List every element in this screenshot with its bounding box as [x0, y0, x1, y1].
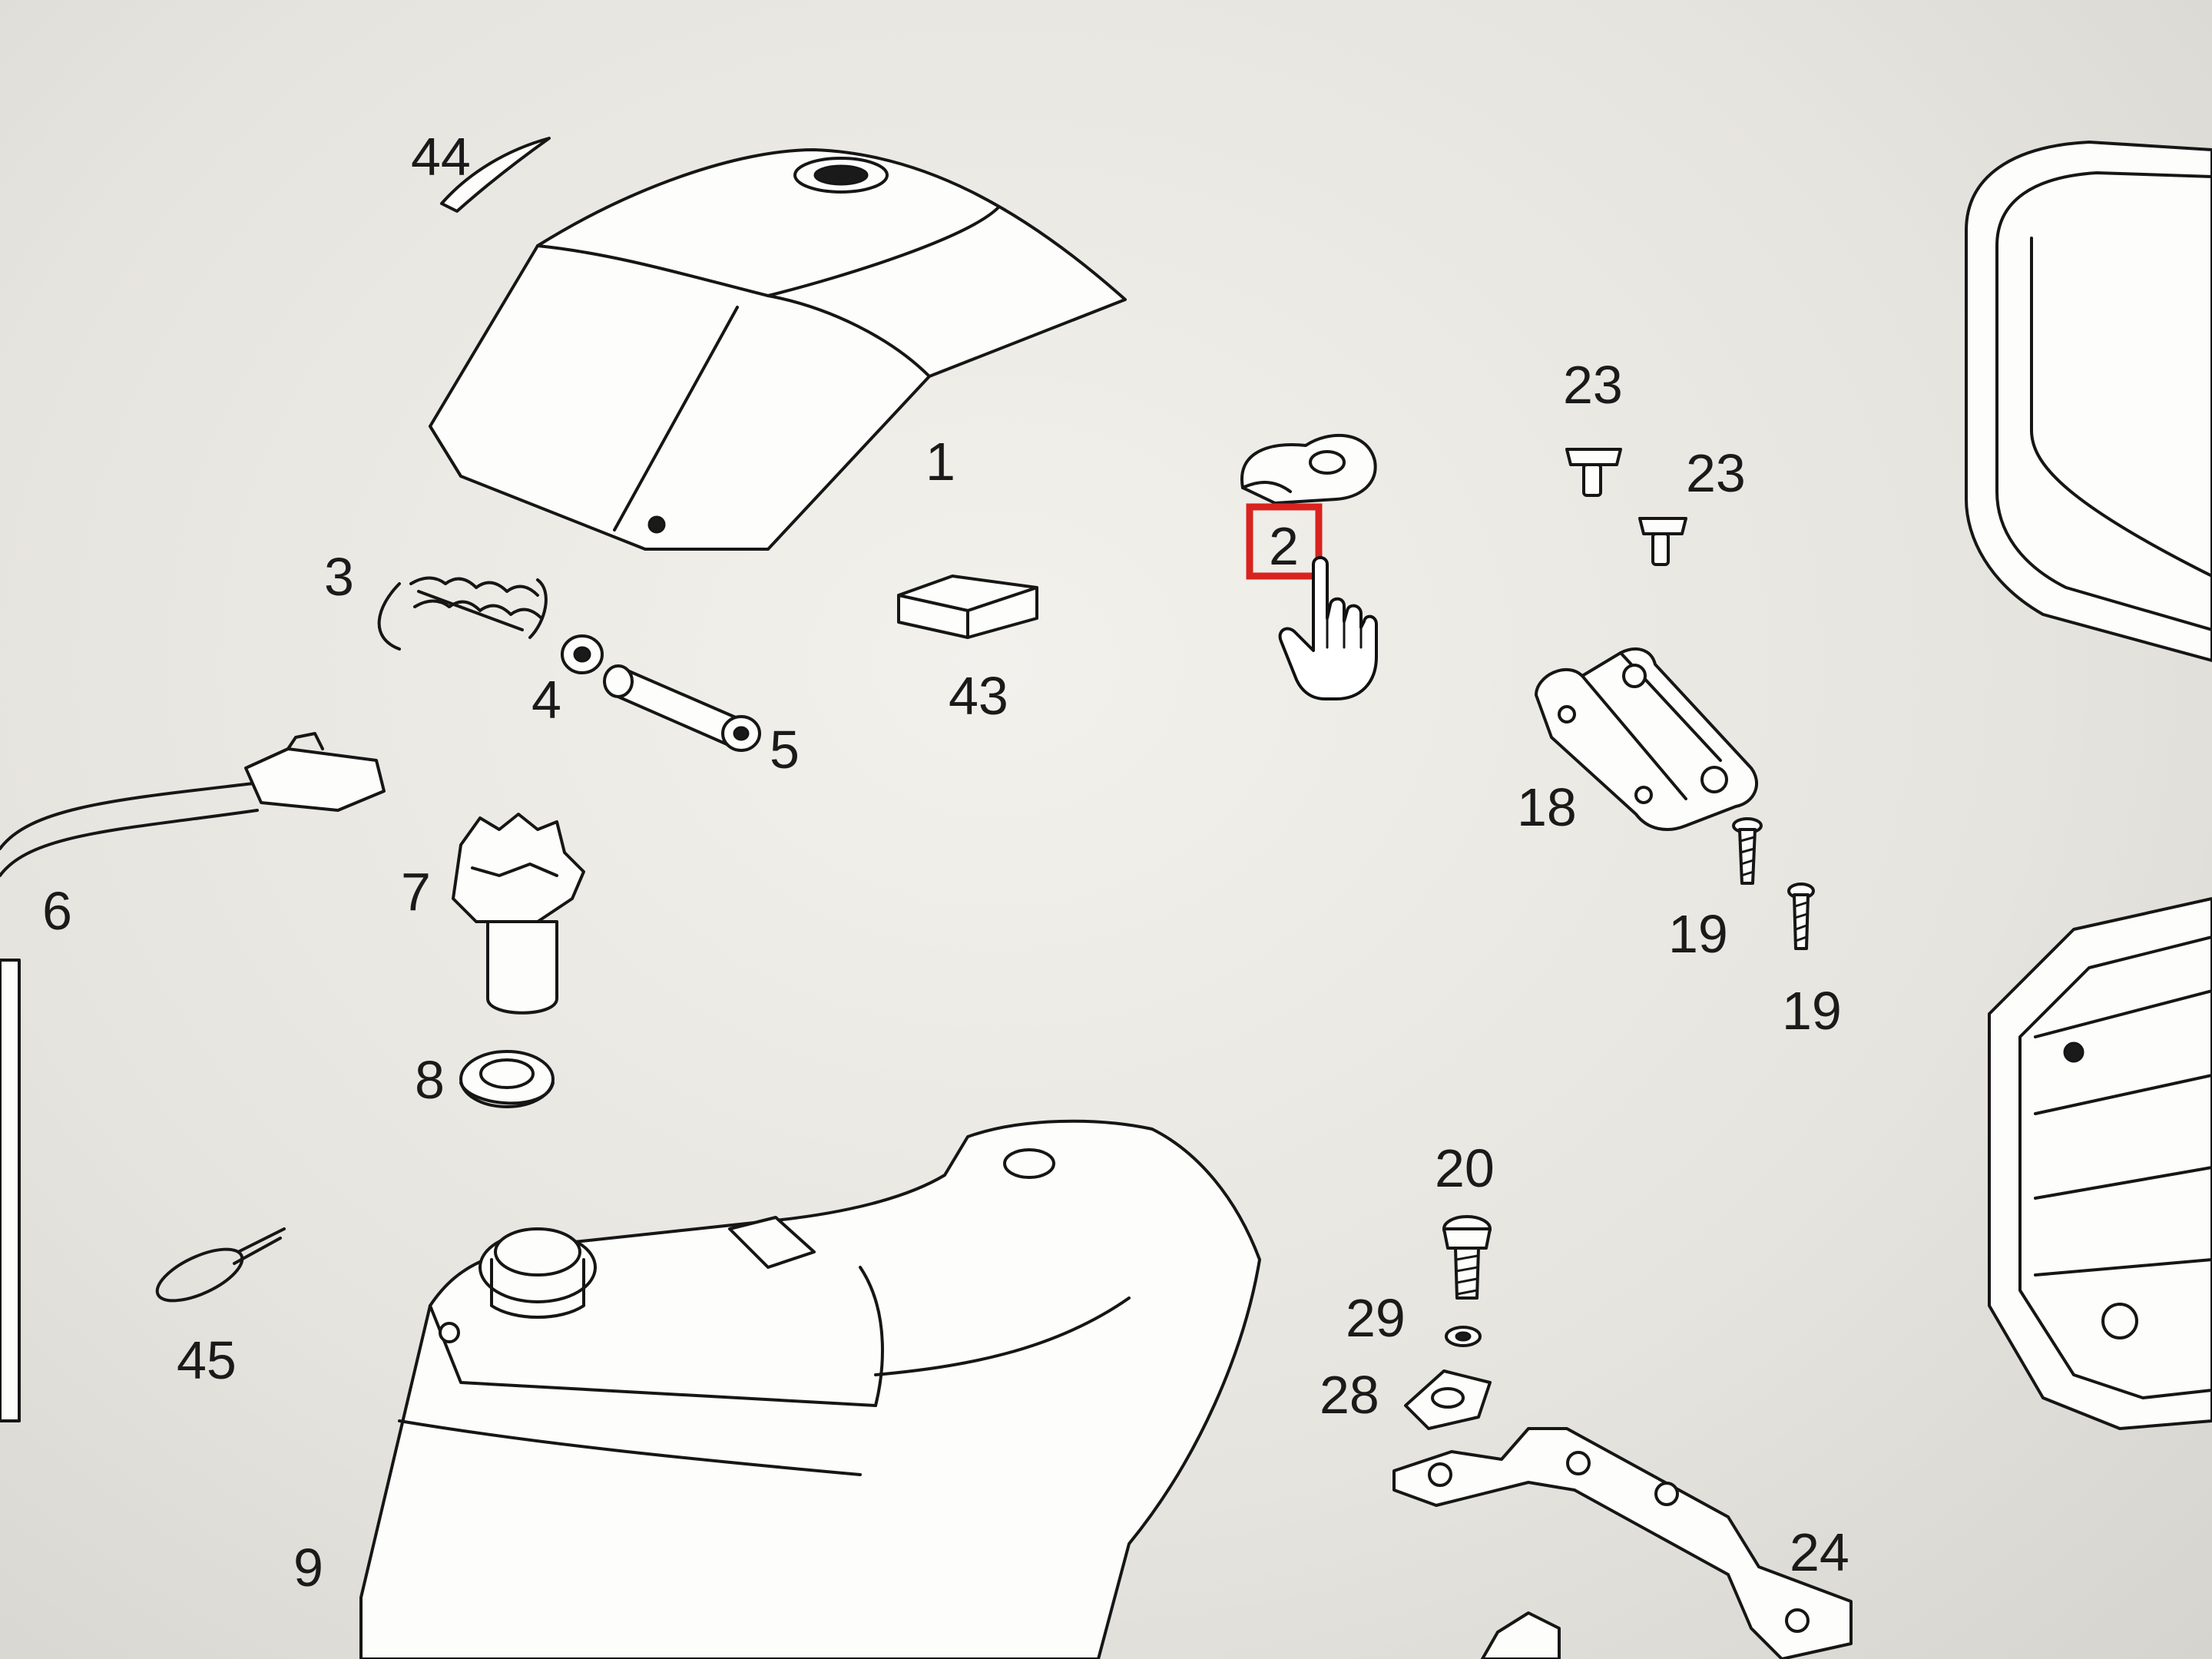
- part-45-clamp[interactable]: [150, 1227, 286, 1311]
- callout-19-upper[interactable]: 19: [1668, 904, 1728, 964]
- callout-8[interactable]: 8: [415, 1050, 445, 1110]
- callout-9[interactable]: 9: [293, 1538, 323, 1598]
- callout-19-lower[interactable]: 19: [1782, 981, 1842, 1041]
- callout-4[interactable]: 4: [531, 670, 561, 730]
- callout-18[interactable]: 18: [1517, 777, 1577, 837]
- part-19-screw-lower[interactable]: [1787, 882, 1815, 950]
- part-23-rivet-upper[interactable]: [1565, 448, 1622, 497]
- callout-6[interactable]: 6: [42, 881, 72, 941]
- part-7-knob[interactable]: [452, 813, 585, 1015]
- part-24-bracket-bar[interactable]: [1392, 1427, 1853, 1659]
- callout-1[interactable]: 1: [926, 432, 955, 492]
- part-43-pad[interactable]: [897, 575, 1038, 639]
- callout-23-upper[interactable]: 23: [1563, 355, 1623, 415]
- callout-7[interactable]: 7: [401, 862, 431, 922]
- part-right-housing-partial: [1988, 897, 2212, 1430]
- callout-29[interactable]: 29: [1346, 1288, 1406, 1348]
- callout-28[interactable]: 28: [1320, 1365, 1379, 1425]
- part-28-clip-nut[interactable]: [1404, 1369, 1492, 1430]
- part-29-washer[interactable]: [1445, 1326, 1482, 1347]
- part-6-cable-plug[interactable]: [0, 732, 386, 1422]
- part-18-hinge-bracket[interactable]: [1535, 647, 1759, 831]
- part-right-frame-partial: [1965, 141, 2212, 662]
- part-23-rivet-lower[interactable]: [1638, 517, 1687, 566]
- part-4-bushing[interactable]: [561, 634, 604, 674]
- part-19-screw-upper[interactable]: [1732, 817, 1763, 885]
- callout-5[interactable]: 5: [770, 720, 800, 780]
- pointer-hand-icon: [1278, 556, 1378, 700]
- callout-44[interactable]: 44: [411, 127, 471, 187]
- part-9-tank[interactable]: [359, 1119, 1261, 1659]
- callout-45[interactable]: 45: [177, 1330, 237, 1390]
- callout-2[interactable]: 2: [1269, 516, 1299, 576]
- part-1-top-cover[interactable]: [429, 148, 1127, 551]
- callout-3[interactable]: 3: [324, 547, 354, 607]
- part-8-seal-ring[interactable]: [459, 1050, 555, 1108]
- part-5-pin[interactable]: [603, 664, 761, 752]
- part-bottom-clip-partial: [1481, 1611, 1561, 1659]
- part-20-screw[interactable]: [1442, 1215, 1492, 1300]
- selected-callout-highlight: [1246, 503, 1323, 580]
- callout-24[interactable]: 24: [1790, 1522, 1849, 1582]
- part-3-spring[interactable]: [377, 576, 548, 651]
- callout-23-lower[interactable]: 23: [1686, 443, 1746, 503]
- callout-20[interactable]: 20: [1435, 1138, 1495, 1198]
- part-2-bracket[interactable]: [1240, 433, 1377, 505]
- part-44-strip[interactable]: [440, 137, 551, 213]
- callout-43[interactable]: 43: [949, 666, 1008, 726]
